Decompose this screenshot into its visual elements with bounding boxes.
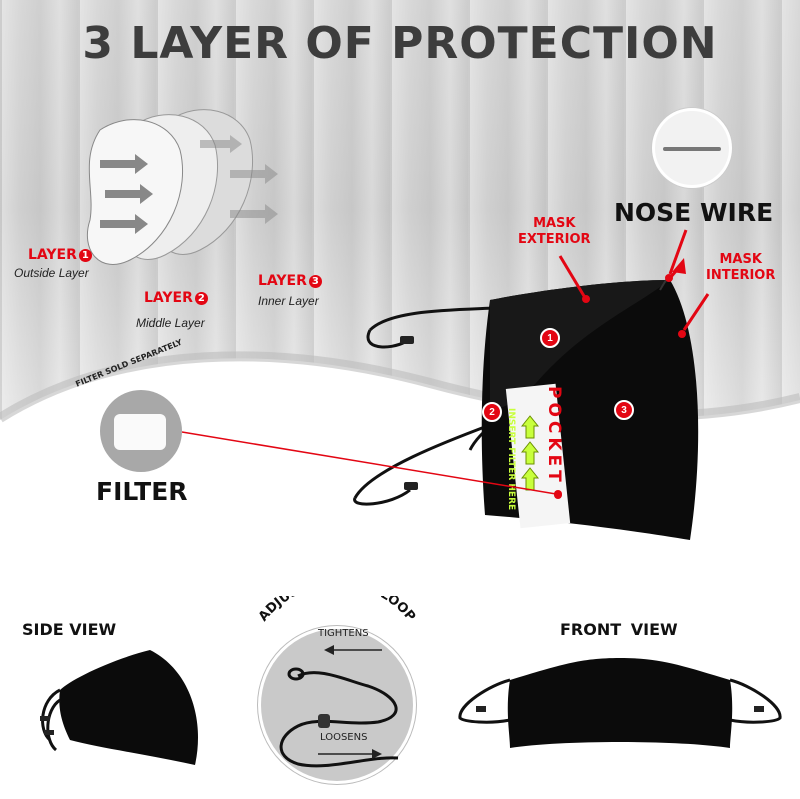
- tightens-label: TIGHTENS: [318, 628, 369, 639]
- layers-illustration: [86, 109, 278, 265]
- layer-1-number: 1: [78, 248, 92, 262]
- layer-1-sub: Outside Layer: [14, 266, 89, 280]
- ear-loop-diagram: [279, 645, 399, 768]
- mask-number-3: 3: [614, 400, 634, 420]
- main-mask-illustration: [353, 258, 699, 540]
- ear-loop-title: ADJUSTABLE EAR LOOP: [256, 596, 418, 624]
- front-view-label: FRONT VIEW: [560, 620, 678, 639]
- page-title: 3 LAYER OF PROTECTION: [82, 18, 718, 69]
- loosens-label: LOOSENS: [320, 732, 368, 743]
- filter-pad-icon: [114, 414, 166, 450]
- layer-2-sub: Middle Layer: [136, 316, 205, 330]
- front-view-mask: [458, 658, 782, 748]
- mask-number-2: 2: [482, 402, 502, 422]
- ear-loop-title-arc: ADJUSTABLE EAR LOOP: [256, 596, 418, 624]
- filter-label: FILTER: [96, 477, 188, 506]
- side-view-mask: [40, 650, 198, 765]
- side-view-label: SIDE VIEW: [22, 620, 117, 639]
- nose-wire-label: NOSE WIRE: [614, 198, 774, 227]
- insert-filter-label: INSERT FILTER HERE: [506, 408, 516, 511]
- layer-3-number: 3: [308, 274, 322, 288]
- pocket-label: POCKET: [544, 386, 564, 486]
- mask-number-1: 1: [540, 328, 560, 348]
- layer-3-sub: Inner Layer: [258, 294, 319, 308]
- svg-text:ADJUSTABLE EAR LOOP: ADJUSTABLE EAR LOOP: [256, 596, 418, 624]
- layer-2-number: 2: [194, 291, 208, 305]
- nose-wire-inset: [652, 108, 732, 188]
